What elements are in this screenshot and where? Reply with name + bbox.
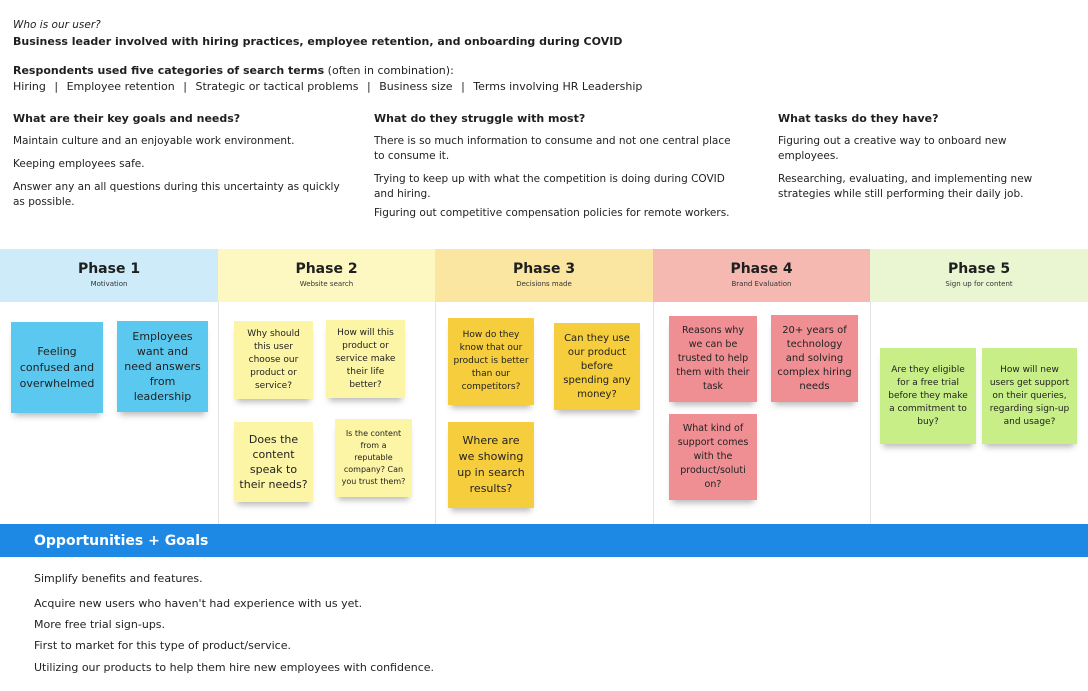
- user-question: Who is our user?: [13, 19, 101, 31]
- tasks-item: Researching, evaluating, and implementin…: [778, 173, 1033, 200]
- goals-item: Maintain culture and an enjoyable work e…: [13, 135, 295, 147]
- sticky-note: Feeling confused and overwhelmed: [11, 322, 103, 413]
- category-list: Hiring | Employee retention | Strategic …: [13, 80, 642, 93]
- opportunity-item: Acquire new users who haven't had experi…: [34, 597, 363, 610]
- phase-1-column: [0, 302, 219, 524]
- goals-list: Maintain culture and an enjoyable work e…: [13, 134, 343, 210]
- sticky-note: Employees want and need answers from lea…: [117, 321, 208, 412]
- phase-title: Phase 2: [295, 261, 358, 277]
- opportunities-title: Opportunities + Goals: [34, 533, 209, 549]
- phase-subtitle: Decisions made: [516, 280, 572, 288]
- goals-item: Keeping employees safe.: [13, 158, 145, 170]
- phase-title: Phase 3: [512, 261, 576, 277]
- tasks-heading: What tasks do they have?: [778, 112, 939, 125]
- phase-4-header: Phase 4 Brand Evaluation: [653, 249, 870, 302]
- tasks-column: What tasks do they have? Figuring out a …: [778, 112, 1068, 210]
- struggles-item: Trying to keep up with what the competit…: [374, 173, 725, 200]
- struggles-item: There is so much information to consume …: [374, 135, 731, 162]
- phase-4-column: [653, 302, 871, 524]
- sticky-note: How do they know that our product is bet…: [448, 318, 534, 405]
- category-item: Employee retention: [66, 80, 175, 93]
- struggles-list: There is so much information to consume …: [374, 134, 734, 221]
- sticky-note: Are they eligible for a free trial befor…: [880, 348, 976, 444]
- category-separator: |: [54, 80, 59, 93]
- opportunity-item: Simplify benefits and features.: [34, 572, 203, 585]
- struggles-item: Figuring out competitive compensation po…: [374, 207, 730, 219]
- phase-3-column: [435, 302, 654, 524]
- category-item: Terms involving HR Leadership: [473, 80, 643, 93]
- tasks-item: Figuring out a creative way to onboard n…: [778, 135, 1007, 162]
- phase-2-column: [218, 302, 436, 524]
- category-item: Business size: [379, 80, 453, 93]
- phase-2-header: Phase 2 Website search: [218, 249, 435, 302]
- sticky-note: Where are we showing up in search result…: [448, 422, 534, 508]
- opportunities-banner: Opportunities + Goals: [0, 524, 1088, 557]
- phase-subtitle: Sign up for content: [945, 280, 1013, 288]
- phase-subtitle: Motivation: [90, 280, 128, 288]
- sticky-note: How will new users get support on their …: [982, 348, 1077, 444]
- sticky-note: Can they use our product before spending…: [554, 323, 640, 410]
- struggles-heading: What do they struggle with most?: [374, 112, 586, 125]
- goals-heading: What are their key goals and needs?: [13, 112, 241, 125]
- respondents-lead-bold: Respondents used five categories of sear…: [13, 64, 325, 77]
- phase-3-header: Phase 3 Decisions made: [435, 249, 653, 302]
- user-answer: Business leader involved with hiring pra…: [13, 35, 623, 48]
- sticky-note: 20+ years of technology and solving comp…: [771, 315, 858, 402]
- sticky-note: Why should this user choose our product …: [234, 321, 313, 399]
- category-item: Hiring: [13, 80, 46, 93]
- category-separator: |: [461, 80, 465, 93]
- sticky-note: Is the content from a reputable company?…: [335, 419, 412, 497]
- phase-title: Phase 4: [730, 261, 793, 277]
- goals-column: What are their key goals and needs? Main…: [13, 112, 343, 218]
- tasks-list: Figuring out a creative way to onboard n…: [778, 134, 1068, 202]
- phase-title: Phase 5: [947, 261, 1011, 277]
- goals-item: Answer any an all questions during this …: [13, 181, 340, 208]
- phase-5-header: Phase 5 Sign up for content: [870, 249, 1088, 302]
- sticky-note: Does the content speak to their needs?: [234, 422, 313, 502]
- opportunity-item: Utilizing our products to help them hire…: [34, 661, 435, 674]
- phase-title: Phase 1: [77, 261, 141, 277]
- struggles-column: What do they struggle with most? There i…: [374, 112, 734, 229]
- respondents-lead: Respondents used five categories of sear…: [13, 64, 454, 77]
- opportunity-item: First to market for this type of product…: [34, 639, 291, 652]
- sticky-note: Reasons why we can be trusted to help th…: [669, 316, 757, 402]
- phase-subtitle: Website search: [299, 280, 354, 288]
- sticky-note: What kind of support comes with the prod…: [669, 414, 757, 500]
- category-separator: |: [367, 80, 371, 93]
- respondents-lead-rest: (often in combination):: [324, 64, 454, 77]
- opportunity-item: More free trial sign-ups.: [34, 618, 166, 631]
- phase-subtitle: Brand Evaluation: [731, 280, 792, 288]
- category-item: Strategic or tactical problems: [195, 80, 359, 93]
- phase-1-header: Phase 1 Motivation: [0, 249, 218, 302]
- sticky-note: How will this product or service make th…: [326, 320, 405, 398]
- category-separator: |: [183, 80, 187, 93]
